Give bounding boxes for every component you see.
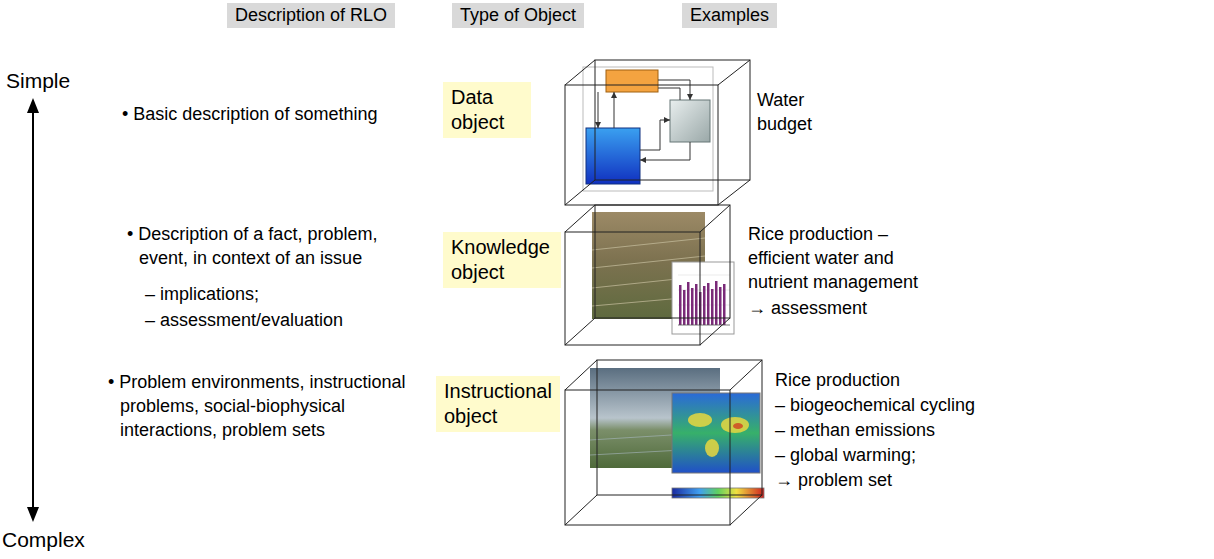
axis-label: Simple [6, 68, 70, 94]
water-budget-illustration [583, 67, 713, 191]
node-text: Data object [451, 85, 523, 135]
example-text: → problem set [775, 468, 1035, 492]
node-text: Instructional object [444, 379, 552, 429]
node-text: Knowledge object [451, 235, 553, 285]
bullet-text: • Description of a fact, problem, event,… [127, 222, 419, 270]
node-text: Description of RLO [235, 4, 387, 27]
column-header: Type of Object [452, 3, 584, 28]
column-header: Examples [682, 3, 777, 28]
sub-bullet-text: – implications; [145, 282, 415, 306]
sub-bullet-text: – assessment/evaluation [145, 308, 415, 332]
node-text: Examples [690, 4, 769, 27]
column-header: Description of RLO [227, 3, 395, 28]
example-text: – methan emissions [775, 418, 1035, 442]
example-text: Rice production – efficient water and nu… [748, 222, 948, 294]
cube-outline [565, 60, 750, 205]
cube-outline [565, 205, 730, 345]
example-text: Water budget [757, 88, 837, 136]
global-emission-map [672, 393, 764, 498]
example-text: – biogeochemical cycling [775, 393, 1035, 417]
complexity-arrow [27, 98, 39, 522]
object-type-box: Knowledge object [443, 232, 561, 288]
object-type-box: Data object [443, 82, 531, 138]
example-text: → assessment [748, 296, 948, 320]
cube-outline [565, 360, 762, 525]
example-text: – global warming; [775, 443, 1035, 467]
example-text: Rice production [775, 368, 1035, 392]
node-text: Type of Object [460, 4, 576, 27]
bullet-text: • Basic description of something [122, 102, 422, 126]
object-type-box: Instructional object [436, 376, 560, 432]
axis-label: Complex [2, 527, 85, 553]
bullet-text: • Problem environments, instructional pr… [108, 370, 432, 442]
